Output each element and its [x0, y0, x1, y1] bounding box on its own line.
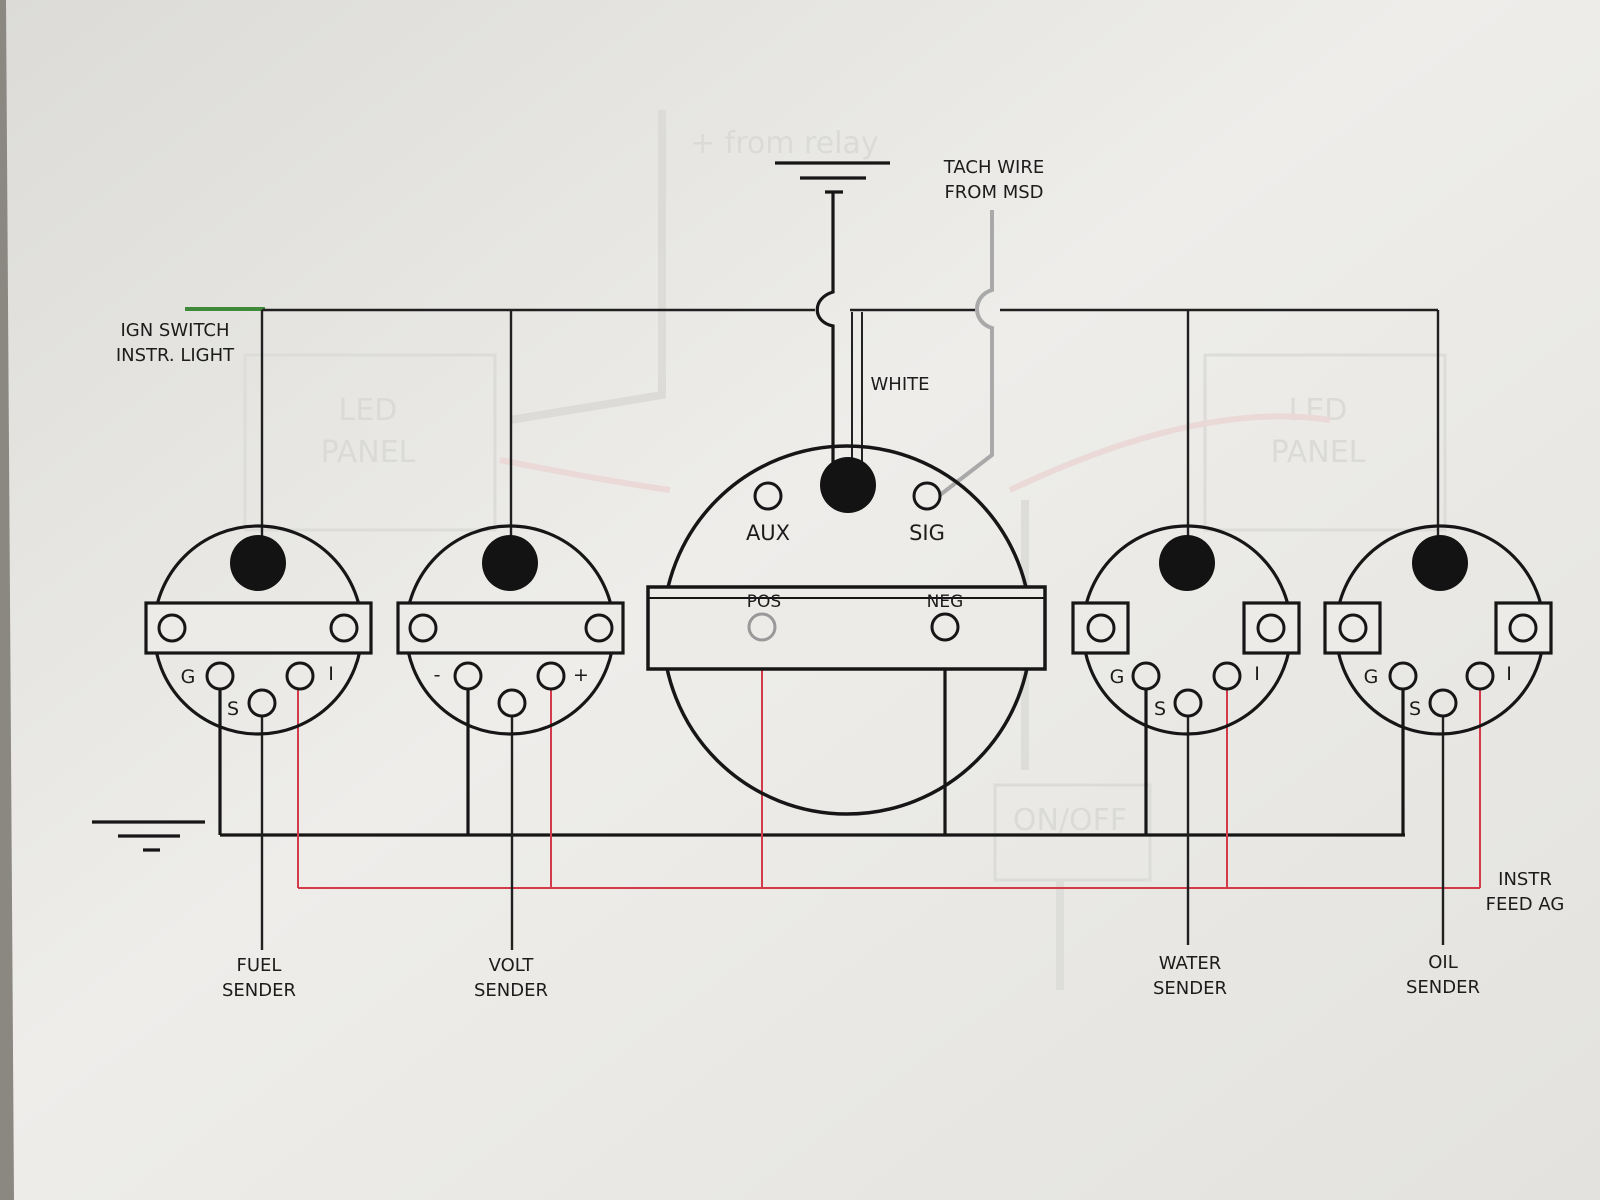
- ghost-on-off: ON/OFF: [1013, 803, 1127, 838]
- pos-label: POS: [747, 592, 781, 612]
- pos-terminal: [747, 612, 777, 642]
- instr-feed-bus: [297, 640, 1481, 889]
- volt-sender-label-2: SENDER: [474, 980, 548, 1001]
- ghost-box-right: [1203, 353, 1447, 532]
- diagram-labels: TACH WIRE FROM MSD IGN SWITCH INSTR. LIG…: [116, 157, 1564, 1001]
- water-gauge: G S I: [1071, 524, 1301, 736]
- ghost-box-switch: [993, 783, 1152, 882]
- fuel-s-label: S: [227, 698, 239, 720]
- water-sender-label-1: WATER: [1159, 953, 1222, 974]
- fuel-sender-label-2: SENDER: [222, 980, 296, 1001]
- tach-ground-wire: [815, 192, 835, 470]
- white-wire: [851, 312, 863, 465]
- ghost-led-left-2: PANEL: [321, 435, 416, 470]
- ghost-from-relay: + from relay: [690, 126, 879, 161]
- ground-symbol-left: [92, 820, 205, 852]
- sig-label: SIG: [909, 521, 945, 545]
- water-g-label: G: [1110, 666, 1125, 688]
- fuel-g-label: G: [181, 666, 196, 688]
- white-label: WHITE: [870, 374, 929, 395]
- instr-feed-label-1: INSTR: [1498, 869, 1552, 890]
- ghost-led-right-1: LED: [1289, 393, 1348, 428]
- volt-neg-label: -: [434, 664, 441, 686]
- tach-wire-label-2: FROM MSD: [944, 182, 1043, 203]
- ghost-box-left: [243, 353, 497, 532]
- fuel-gauge: G S I: [144, 524, 373, 736]
- aux-label: AUX: [746, 521, 790, 545]
- instr-feed-label-2: FEED AG: [1486, 894, 1565, 915]
- ign-switch-label-2: INSTR. LIGHT: [116, 345, 235, 366]
- tach-signal-wire: [938, 210, 994, 497]
- oil-i-label: I: [1506, 663, 1512, 685]
- bleed-through-layer: + from relay LED PANEL LED PANEL ON/OFF: [243, 110, 1447, 990]
- ground-bus: [218, 640, 1405, 837]
- volt-pos-label: +: [573, 664, 589, 686]
- oil-sender-label-1: OIL: [1428, 952, 1458, 973]
- instrument-light-bus: [185, 307, 1440, 560]
- ghost-led-right-2: PANEL: [1271, 435, 1366, 470]
- ign-switch-label-1: IGN SWITCH: [120, 320, 229, 341]
- fuel-i-label: I: [328, 663, 334, 685]
- oil-sender-label-2: SENDER: [1406, 977, 1480, 998]
- water-s-label: S: [1154, 698, 1166, 720]
- oil-g-label: G: [1364, 666, 1379, 688]
- water-sender-label-2: SENDER: [1153, 978, 1227, 999]
- ghost-led-left-1: LED: [339, 393, 398, 428]
- volt-gauge: - +: [396, 524, 625, 736]
- ghost-relay-line: [509, 110, 666, 424]
- oil-s-label: S: [1409, 698, 1421, 720]
- oil-gauge: G S I: [1323, 524, 1553, 736]
- water-i-label: I: [1254, 663, 1260, 685]
- sender-wires: [260, 715, 1445, 950]
- neg-terminal: [930, 612, 960, 642]
- volt-sender-label-1: VOLT: [489, 955, 535, 976]
- tachometer: AUX SIG POS NEG: [646, 444, 1047, 816]
- tach-wire-label-1: TACH WIRE: [943, 157, 1044, 178]
- neg-label: NEG: [927, 592, 964, 612]
- ghost-curve: [499, 413, 1331, 493]
- fuel-sender-label-1: FUEL: [237, 955, 282, 976]
